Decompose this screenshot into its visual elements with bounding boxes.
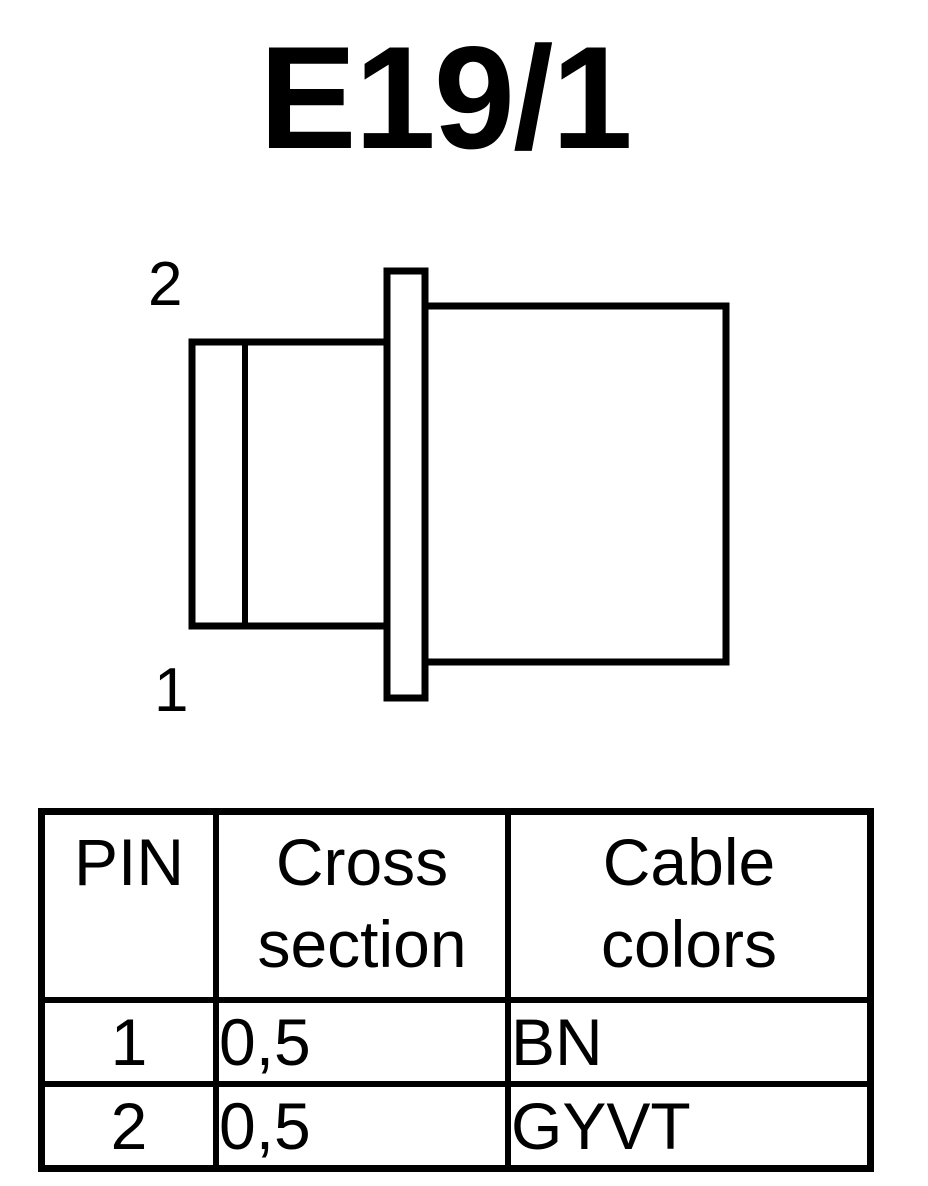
header-cross-section: Cross section	[213, 808, 511, 1003]
table-header-row: PIN Cross section Cable colors	[38, 808, 874, 1003]
pin-number: 1	[38, 997, 219, 1087]
connector-flange	[383, 267, 429, 702]
cable-color-value: BN	[505, 997, 874, 1087]
cross-section-value: 0,5	[213, 997, 511, 1087]
pin-assignment-table: PIN Cross section Cable colors 1 0,5 BN …	[38, 808, 874, 1172]
pin-label-1: 1	[154, 656, 189, 725]
connector-plug-body	[188, 338, 392, 630]
table-row: 2 0,5 GYVT	[38, 1081, 874, 1172]
header-pin: PIN	[38, 808, 219, 1003]
connector-housing	[420, 302, 730, 666]
connector-drawing	[188, 267, 730, 702]
connector-title: E19/1	[259, 16, 633, 179]
table-row: 1 0,5 BN	[38, 997, 874, 1087]
header-cable-colors: Cable colors	[505, 808, 874, 1003]
pin-number: 2	[38, 1081, 219, 1172]
cable-color-value: GYVT	[505, 1081, 874, 1172]
pin-label-2: 2	[148, 250, 183, 319]
cross-section-value: 0,5	[213, 1081, 511, 1172]
